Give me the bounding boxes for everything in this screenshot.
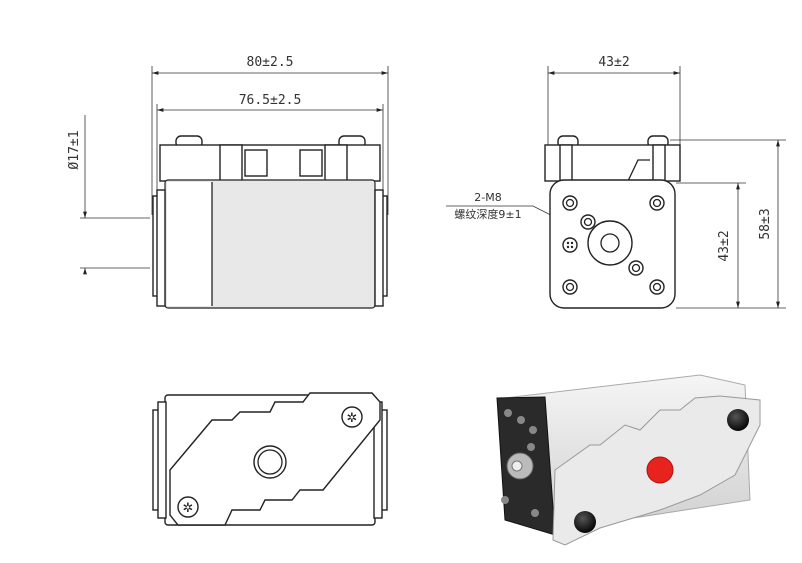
overall-height-dimension: 58±3 bbox=[758, 208, 773, 239]
inner-length-dimension: 76.5±2.5 bbox=[239, 93, 302, 108]
screw-icon: ✲ bbox=[177, 496, 199, 518]
mounting-holes bbox=[562, 195, 665, 295]
red-indicator bbox=[646, 456, 674, 484]
m8-thread-boss bbox=[587, 220, 633, 266]
fuse-body-front bbox=[152, 135, 388, 309]
dimension-lines bbox=[80, 66, 389, 275]
indicator-window bbox=[253, 445, 287, 479]
side-view: 43±2 43±2 58±3 2-M8 螺纹深度9±1 bbox=[446, 55, 786, 309]
svg-text:✲: ✲ bbox=[347, 411, 358, 426]
body-height-dimension: 43±2 bbox=[717, 230, 732, 261]
fuse-body-side bbox=[544, 135, 681, 309]
front-view: 80±2.5 76.5±2.5 Ø17±1 bbox=[67, 55, 389, 309]
top-view: ✲ ✲ bbox=[152, 392, 388, 526]
thread-label: 2-M8 bbox=[474, 191, 501, 204]
width-dimension: 43±2 bbox=[598, 55, 629, 70]
screw-icon: ✲ bbox=[341, 406, 363, 428]
svg-text:✲: ✲ bbox=[183, 501, 194, 516]
thread-depth-note: 螺纹深度9±1 bbox=[454, 207, 521, 221]
diameter-dimension: Ø17±1 bbox=[67, 130, 82, 169]
fuse-3d-render bbox=[496, 374, 761, 546]
overall-length-dimension: 80±2.5 bbox=[247, 55, 294, 70]
